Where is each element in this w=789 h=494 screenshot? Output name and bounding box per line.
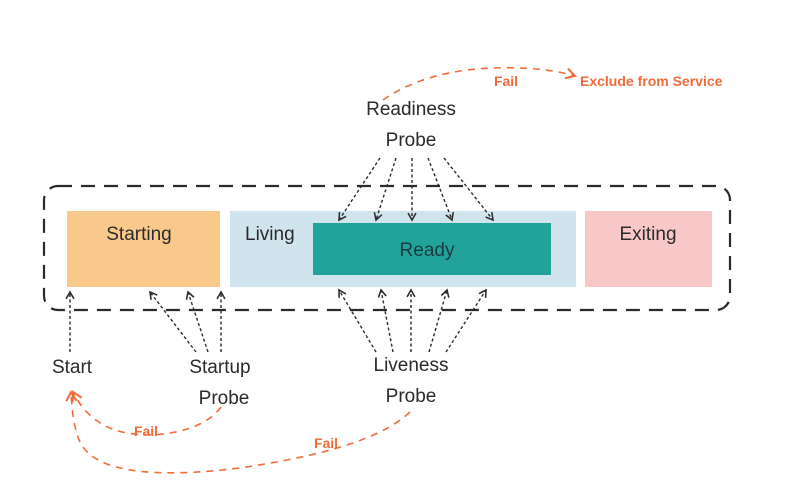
exiting-phase-box — [585, 211, 712, 287]
ready-label: Ready — [400, 240, 455, 261]
readiness-probe-arrows — [338, 157, 494, 222]
liveness-arrow — [338, 288, 377, 353]
liveness-fail-label: Fail — [314, 435, 338, 451]
liveness-arrow — [428, 288, 450, 353]
liveness-probe-label-line1: Liveness — [374, 355, 449, 376]
readiness-arrow — [427, 157, 454, 222]
liveness-probe-label-line2: Probe — [386, 386, 437, 407]
readiness-fail-curve — [382, 66, 577, 101]
living-label: Living — [245, 224, 295, 245]
liveness-probe-arrows — [338, 288, 487, 353]
start-label: Start — [52, 357, 93, 378]
readiness-probe-label-line1: Readiness — [366, 99, 456, 120]
exiting-label: Exiting — [619, 224, 676, 245]
readiness-arrow — [373, 157, 397, 222]
startup-probe-label-line2: Probe — [199, 388, 250, 409]
startup-fail-label: Fail — [134, 423, 158, 439]
exclude-from-service-label: Exclude from Service — [580, 73, 723, 89]
startup-arrow — [149, 290, 197, 353]
readiness-probe-label-line2: Probe — [386, 130, 437, 151]
starting-label: Starting — [106, 224, 171, 245]
ready-phase-box — [313, 223, 551, 275]
startup-fail-curve — [71, 390, 222, 436]
startup-probe-arrows — [149, 290, 226, 353]
readiness-arrow — [338, 157, 381, 222]
liveness-arrow — [377, 288, 394, 353]
liveness-arrow — [445, 288, 487, 353]
readiness-fail-label: Fail — [494, 73, 518, 89]
readiness-arrow — [443, 157, 494, 222]
starting-phase-box — [67, 211, 220, 287]
startup-probe-label-line1: Startup — [189, 357, 250, 378]
startup-arrow — [185, 290, 209, 353]
